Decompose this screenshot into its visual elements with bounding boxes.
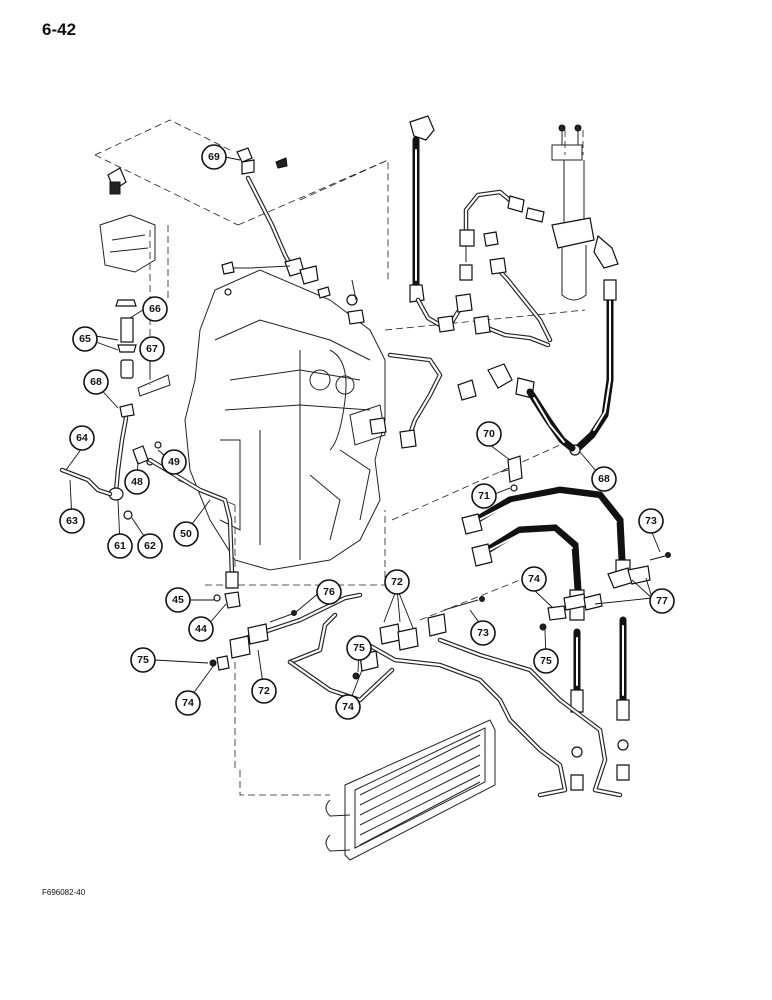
svg-text:76: 76: [323, 586, 335, 598]
clip-70-71: [499, 455, 523, 492]
callout-72-top: 72: [384, 569, 410, 595]
callout-75-mid: 75: [346, 635, 372, 661]
cooler-connecting-tubes: [570, 616, 630, 791]
callout-74-mid: 74: [335, 694, 361, 720]
callout-74-left: 74: [175, 690, 201, 716]
transmission-pressure-tube: [369, 352, 443, 449]
svg-text:73: 73: [645, 515, 657, 527]
svg-text:69: 69: [208, 151, 220, 163]
svg-text:68: 68: [90, 376, 102, 388]
clamps-77: [547, 552, 671, 621]
oil-filter-canister: [551, 124, 619, 301]
svg-text:75: 75: [540, 655, 552, 667]
callout-77: 77: [649, 588, 675, 614]
callout-75-left: 75: [130, 647, 156, 673]
callout-49: 49: [161, 449, 187, 475]
return-tube: [147, 457, 241, 609]
svg-text:67: 67: [146, 343, 158, 355]
callout-62: 62: [137, 533, 163, 559]
svg-text:72: 72: [391, 576, 403, 588]
svg-text:44: 44: [195, 623, 207, 635]
fill-tube: [221, 147, 365, 325]
callout-76: 76: [316, 579, 342, 605]
transmission-housing: [184, 269, 386, 571]
callout-66: 66: [142, 296, 168, 322]
callout-65: 65: [72, 326, 98, 352]
callout-75-right: 75: [533, 648, 559, 674]
callout-73-top: 73: [638, 508, 664, 534]
callout-68-right: 68: [591, 466, 617, 492]
page-number: 6-42: [42, 20, 77, 39]
svg-text:74: 74: [528, 573, 540, 585]
callout-74-right: 74: [521, 566, 547, 592]
svg-text:72: 72: [258, 685, 270, 697]
callout-44: 44: [188, 616, 214, 642]
elbow-hose: [59, 415, 133, 520]
svg-text:62: 62: [144, 540, 156, 552]
svg-text:77: 77: [656, 595, 668, 607]
callout-71: 71: [471, 483, 497, 509]
callout-45: 45: [165, 587, 191, 613]
svg-text:63: 63: [66, 515, 78, 527]
callout-73-mid: 73: [470, 620, 496, 646]
svg-text:74: 74: [182, 697, 194, 709]
svg-text:64: 64: [76, 432, 88, 444]
svg-text:61: 61: [114, 540, 126, 552]
callout-69: 69: [201, 144, 227, 170]
filter-head-assembly: [99, 167, 171, 418]
callout-68-left: 68: [83, 369, 109, 395]
clamps-72: [209, 596, 547, 680]
callout-61: 61: [107, 533, 133, 559]
callout-50: 50: [173, 521, 199, 547]
cooler-feed-hoses: [461, 486, 631, 621]
filter-return-tube: [459, 189, 553, 348]
svg-text:75: 75: [137, 654, 149, 666]
svg-text:75: 75: [353, 642, 365, 654]
svg-text:45: 45: [172, 594, 184, 606]
oil-cooler: [325, 719, 496, 861]
figure-code: F696082-40: [42, 888, 86, 897]
svg-text:70: 70: [483, 428, 495, 440]
svg-text:48: 48: [131, 476, 143, 488]
callout-70: 70: [476, 421, 502, 447]
svg-text:50: 50: [180, 528, 192, 540]
svg-text:73: 73: [477, 627, 489, 639]
callout-64: 64: [69, 425, 95, 451]
svg-text:68: 68: [598, 473, 610, 485]
callout-72-bottom: 72: [251, 678, 277, 704]
svg-text:74: 74: [342, 701, 354, 713]
svg-text:49: 49: [168, 456, 180, 468]
cooler-inlet-hose: [457, 363, 576, 452]
cooler-outlet-hose: [569, 279, 617, 456]
callout-63: 63: [59, 508, 85, 534]
callout-67: 67: [139, 336, 165, 362]
svg-text:71: 71: [478, 490, 490, 502]
callout-48: 48: [124, 469, 150, 495]
svg-text:65: 65: [79, 333, 91, 345]
upper-flex-hose: [409, 115, 473, 333]
lower-cooler-tubes: [237, 592, 623, 798]
svg-text:66: 66: [149, 303, 161, 315]
